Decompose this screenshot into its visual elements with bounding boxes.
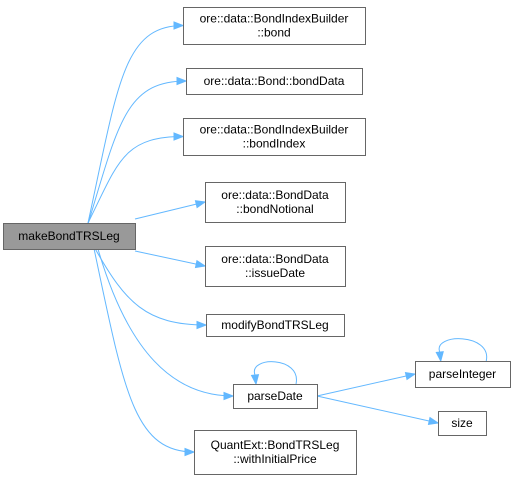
edge-parseDate-to-parseInteger-arrowhead — [404, 371, 417, 381]
edge-root-to-issueDate — [134, 250, 206, 267]
node-withInitialPrice-label: QuantExt::BondTRSLeg — [211, 438, 340, 452]
node-root[interactable]: makeBondTRSLeg — [3, 223, 136, 250]
node-parseDate[interactable]: parseDate — [233, 384, 318, 409]
edge-root-to-bondIndex-arrowhead — [173, 132, 185, 141]
node-bond-label: ::bond — [257, 26, 290, 40]
node-size[interactable]: size — [438, 411, 487, 436]
node-issueDate-label: ::issueDate — [245, 266, 305, 280]
edge-root-to-bondNotional — [134, 201, 206, 220]
nodes-layer: makeBondTRSLeg ore::data::BondIndexBuilde… — [3, 7, 511, 475]
edge-root-to-bond-arrowhead — [173, 21, 185, 30]
node-bondIndex-box[interactable] — [183, 118, 366, 156]
edge-root-to-bondNotional-arrowhead — [194, 200, 207, 209]
node-bondIndex-label: ore::data::BondIndexBuilder — [200, 123, 349, 137]
edge-parseInteger-to-parseInteger-arrowhead — [435, 351, 444, 363]
edge-root-to-bondData — [87, 80, 187, 224]
node-bondData-box[interactable] — [186, 68, 363, 95]
edge-root-to-modify-arrowhead — [196, 320, 208, 330]
edge-root-to-bondIndex — [87, 136, 184, 224]
node-parseInteger-box[interactable] — [415, 361, 511, 388]
edge-parseDate-to-size — [316, 395, 439, 424]
node-withInitialPrice[interactable]: QuantExt::BondTRSLeg::withInitialPrice — [194, 430, 357, 475]
node-parseDate-box[interactable] — [233, 384, 318, 409]
edges-layer — [87, 21, 487, 457]
node-size-box[interactable] — [438, 411, 487, 436]
node-bondNotional-label: ::bondNotional — [236, 202, 313, 216]
node-bondData[interactable]: ore::data::Bond::bondData — [186, 68, 363, 95]
edge-root-to-parseDate — [97, 248, 234, 397]
node-issueDate-label: ore::data::BondData — [221, 252, 329, 266]
node-issueDate[interactable]: ore::data::BondData::issueDate — [205, 246, 346, 287]
node-parseInteger[interactable]: parseInteger — [415, 361, 511, 388]
edge-parseDate-to-size-arrowhead — [427, 416, 440, 426]
edge-root-to-bond — [87, 25, 184, 224]
node-modify-box[interactable] — [206, 314, 345, 337]
node-root-label: makeBondTRSLeg — [18, 229, 119, 243]
node-parseDate-label: parseDate — [247, 389, 303, 403]
edge-parseDate-to-parseDate — [254, 361, 297, 385]
node-bondNotional[interactable]: ore::data::BondData::bondNotional — [205, 182, 346, 223]
node-issueDate-box[interactable] — [205, 246, 346, 287]
node-modify[interactable]: modifyBondTRSLeg — [206, 314, 345, 337]
node-parseInteger-label: parseInteger — [429, 367, 496, 381]
node-withInitialPrice-label: ::withInitialPrice — [233, 452, 317, 466]
node-bond-box[interactable] — [183, 7, 366, 45]
edge-root-to-modify — [94, 248, 207, 326]
node-size-label: size — [451, 416, 473, 430]
edge-parseDate-to-parseDate-arrowhead — [250, 374, 260, 386]
edge-parseDate-to-parseInteger — [316, 373, 416, 397]
edge-root-to-issueDate-arrowhead — [194, 259, 207, 269]
edge-root-to-withInitialPrice — [93, 248, 195, 453]
node-modify-label: modifyBondTRSLeg — [221, 318, 328, 332]
node-bond-label: ore::data::BondIndexBuilder — [200, 12, 349, 26]
node-bondIndex-label: ::bondIndex — [243, 137, 306, 151]
node-bondData-label: ore::data::Bond::bondData — [204, 74, 345, 88]
edge-root-to-withInitialPrice-arrowhead — [184, 447, 196, 457]
node-bond[interactable]: ore::data::BondIndexBuilder::bond — [183, 7, 366, 45]
node-bondNotional-label: ore::data::BondData — [221, 188, 329, 202]
node-bondNotional-box[interactable] — [205, 182, 346, 223]
node-withInitialPrice-box[interactable] — [194, 430, 357, 475]
edge-root-to-parseDate-arrowhead — [223, 391, 235, 401]
edge-root-to-bondData-arrowhead — [176, 76, 188, 86]
node-root-box[interactable] — [3, 223, 136, 250]
edge-parseInteger-to-parseInteger — [438, 338, 487, 362]
node-bondIndex[interactable]: ore::data::BondIndexBuilder::bondIndex — [183, 118, 366, 156]
